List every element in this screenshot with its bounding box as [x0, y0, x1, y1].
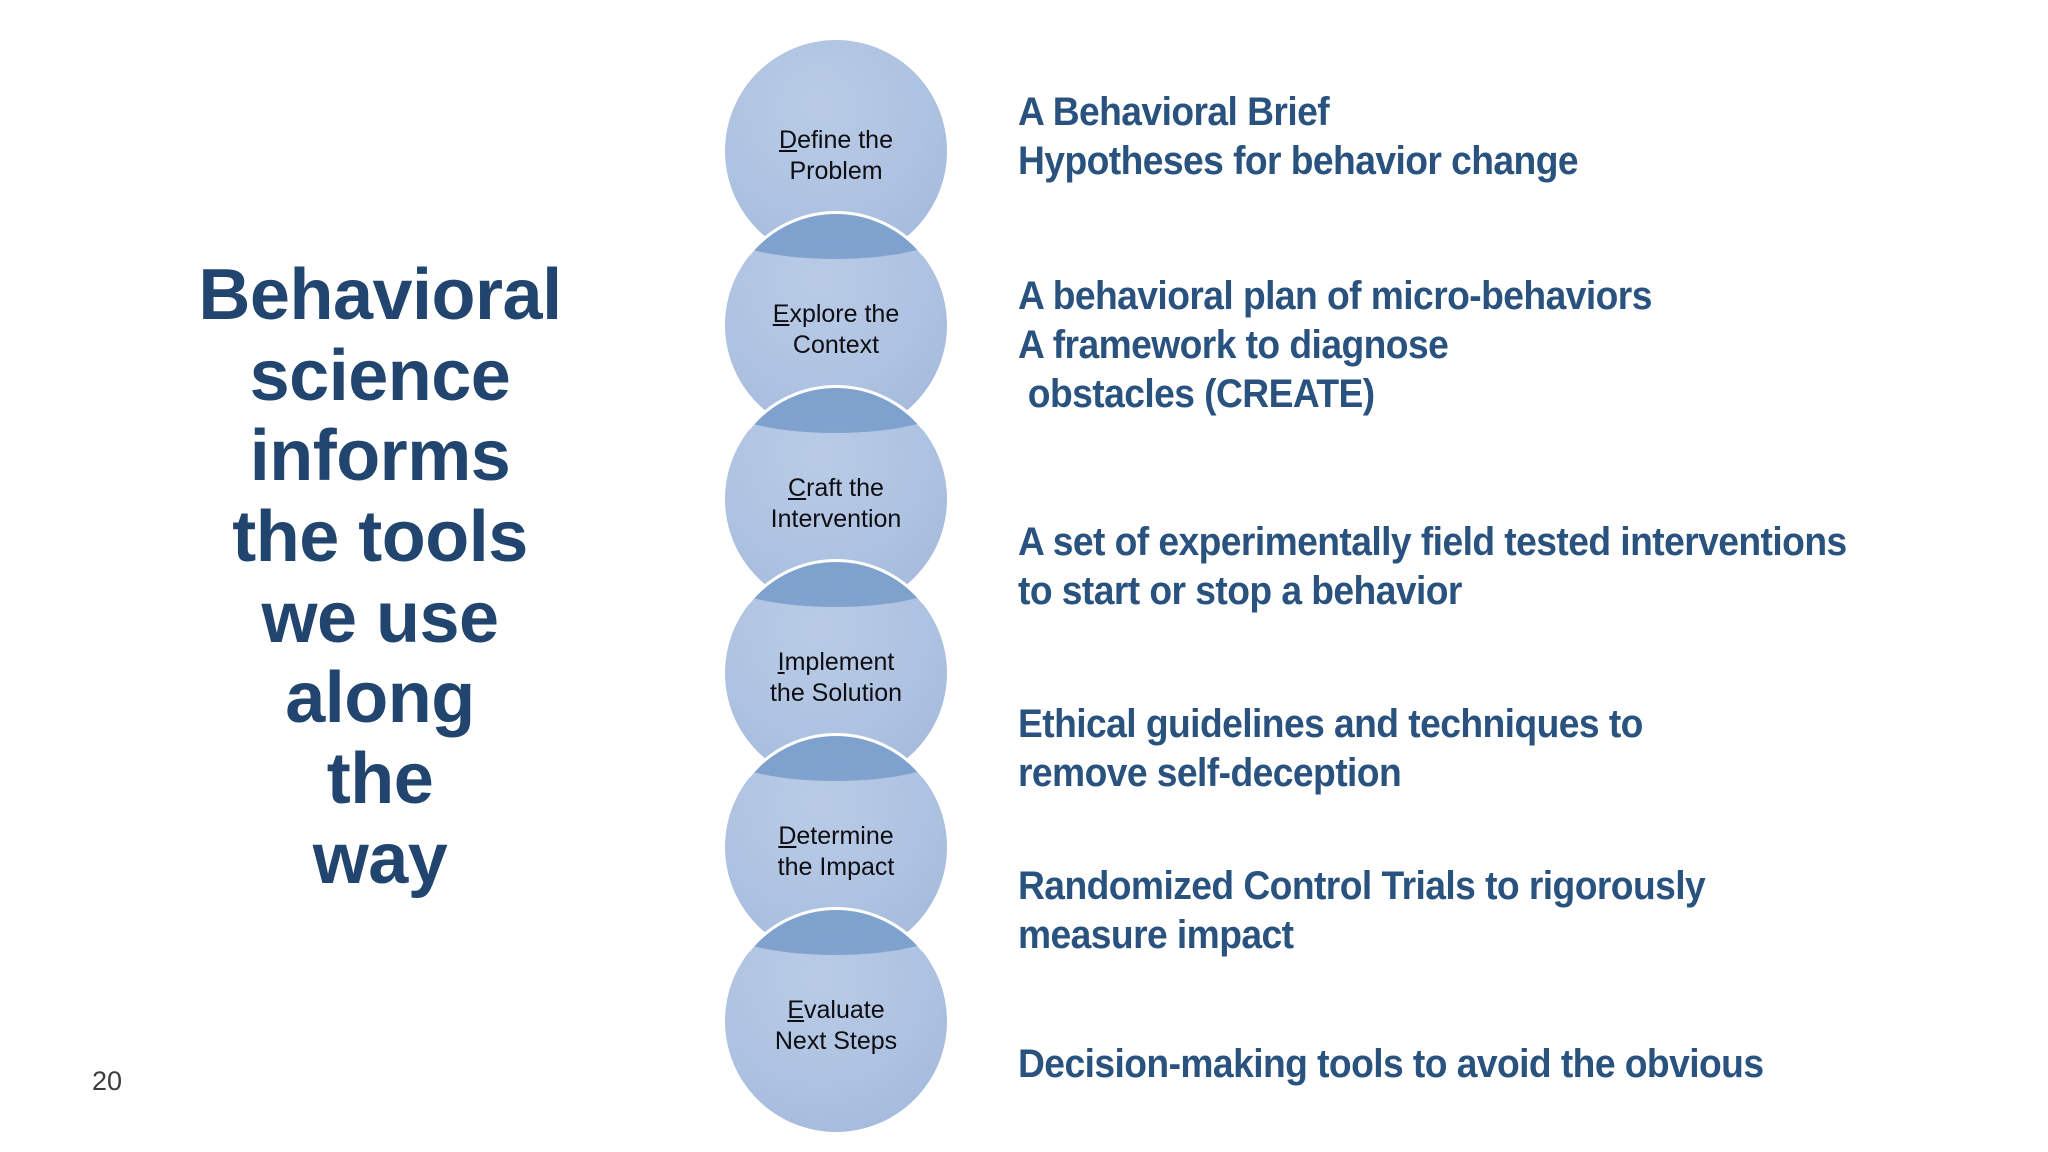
circle-label-line1: Evaluate	[725, 995, 947, 1026]
circle-label-line1: Craft the	[725, 473, 947, 504]
description-line: remove self-deception	[1018, 750, 1402, 795]
circle-label-line1: Determine	[725, 821, 947, 852]
description-line: A framework to diagnose	[1018, 322, 1449, 367]
circle-label-line1-rest: efine the	[797, 126, 893, 154]
circle-label-line1-rest: valuate	[804, 996, 885, 1024]
circle-label-accelerator: C	[788, 474, 807, 502]
circle-label-line1-rest: etermine	[796, 822, 894, 850]
description-line: A Behavioral Brief	[1018, 90, 1330, 134]
page-title-line: science	[249, 335, 511, 416]
description-line: Hypotheses for behavior change	[1018, 138, 1579, 183]
description-block-6: Decision-making tools to avoid the obvio…	[1018, 1040, 1764, 1089]
process-circle-5[interactable]	[723, 733, 949, 958]
page-title-line: the tools	[232, 496, 528, 577]
page-title-line: we use	[261, 577, 499, 658]
description-line: Decision-making tools to avoid the obvio…	[1018, 1042, 1764, 1086]
description-line: Randomized Control Trials to rigorously	[1018, 864, 1706, 908]
description-line: A set of experimentally field tested int…	[1018, 520, 1847, 564]
circle-label-accelerator: D	[778, 822, 797, 850]
circle-label-line2: Next Steps	[774, 1026, 898, 1055]
description-line: obstacles (CREATE)	[1018, 371, 1375, 416]
page-title-line: along	[285, 658, 475, 739]
description-block-3: A set of experimentally field tested int…	[1018, 518, 1847, 616]
page-title-line: way	[312, 819, 448, 900]
description-line: Ethical guidelines and techniques to	[1018, 702, 1643, 746]
circle-label-line1: Explore the	[725, 299, 947, 330]
circle-label-accelerator: D	[779, 126, 798, 154]
description-line: A behavioral plan of micro-behaviors	[1018, 274, 1652, 318]
circle-label-line1: Define the	[725, 125, 947, 156]
circle-label-line2: Intervention	[770, 504, 902, 533]
circle-label-line1-rest: raft the	[806, 474, 884, 502]
circle-label-line2: the Impact	[777, 852, 895, 881]
circle-label-accelerator: E	[772, 300, 790, 328]
circle-label-accelerator: E	[787, 996, 805, 1024]
circle-label-accelerator: I	[777, 648, 785, 676]
page-title-line: Behavioral	[198, 255, 562, 335]
description-line: to start or stop a behavior	[1018, 568, 1462, 613]
circle-label-line2: Problem	[789, 156, 883, 185]
circle-label-line1-rest: xplore the	[789, 300, 900, 328]
description-line: measure impact	[1018, 912, 1294, 957]
page-title-line: informs	[249, 416, 511, 497]
page-title-line: the	[326, 738, 434, 819]
circle-label-line2: Context	[792, 330, 880, 359]
circle-label-line1-rest: mplement	[784, 648, 895, 676]
circle-label-line1: Implement	[725, 647, 947, 678]
circle-label-line2: the Solution	[769, 678, 903, 707]
page-number: 20	[92, 1066, 123, 1096]
